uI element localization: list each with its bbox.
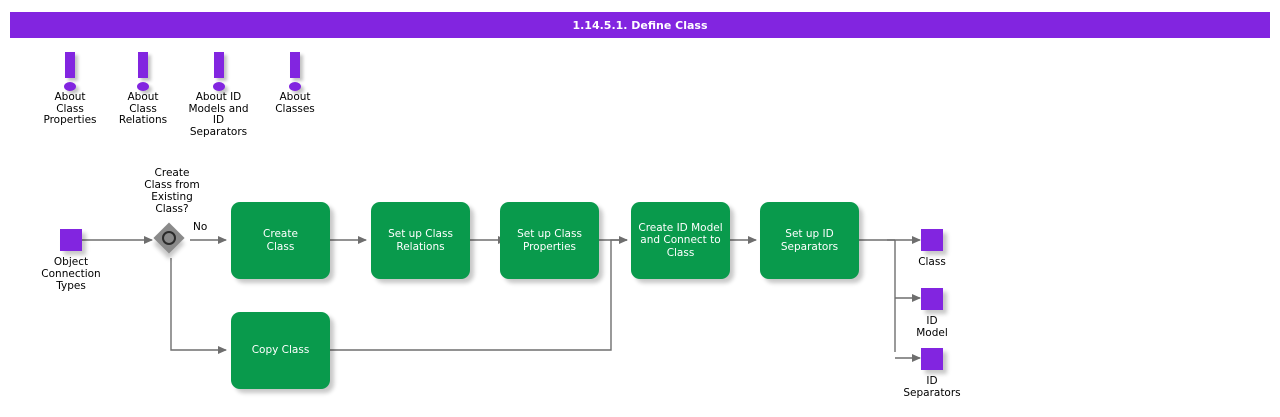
note-about-class-relations[interactable]: About Class Relations (110, 50, 176, 127)
edge-decision-yes-to-copy-class (170, 258, 227, 354)
process-copy-class[interactable]: Copy Class (231, 312, 330, 389)
process-label: Copy Class (251, 344, 310, 357)
page-title-bar: 1.14.5.1. Define Class (10, 12, 1270, 38)
purple-square-icon (921, 229, 943, 251)
start-node-label: Object Connection Types (41, 256, 101, 292)
output-node-label: ID Separators (903, 375, 961, 399)
decision-question-label: Create Class from Existing Class? (144, 167, 200, 215)
output-node-class[interactable]: Class (918, 229, 946, 268)
note-label: About ID Models and ID Separators (188, 91, 249, 138)
decision-node-create-class-from-existing-class[interactable] (153, 222, 187, 256)
exclamation-icon (180, 50, 257, 92)
process-set-up-class-properties[interactable]: Set up Class Properties (500, 202, 599, 279)
process-label: Create Class (263, 228, 298, 253)
note-about-classes[interactable]: About Classes (263, 50, 327, 115)
decision-branch-no-label: No (193, 221, 208, 233)
note-label: About Classes (275, 91, 315, 115)
note-about-class-properties[interactable]: About Class Properties (32, 50, 108, 127)
exclamation-icon (110, 50, 176, 92)
note-label: About Class Properties (43, 91, 97, 126)
process-label: Set up ID Separators (780, 228, 839, 253)
purple-square-icon (60, 229, 82, 251)
output-node-id-model[interactable]: ID Model (916, 288, 948, 339)
exclamation-icon (263, 50, 327, 92)
process-label: Create ID Model and Connect to Class (638, 221, 723, 259)
output-node-label: Class (918, 256, 946, 268)
purple-square-icon (921, 348, 943, 370)
process-label: Set up Class Properties (517, 228, 582, 253)
note-label: About Class Relations (118, 91, 168, 126)
decision-ring-icon (162, 231, 176, 245)
output-node-id-separators[interactable]: ID Separators (903, 348, 961, 399)
process-label: Set up Class Relations (388, 228, 453, 253)
purple-square-icon (921, 288, 943, 310)
start-node-object-connection-types[interactable]: Object Connection Types (41, 229, 101, 292)
process-create-id-model-and-connect-to-class[interactable]: Create ID Model and Connect to Class (631, 202, 730, 279)
note-about-id-models-and-id-separators[interactable]: About ID Models and ID Separators (180, 50, 257, 138)
process-create-class[interactable]: Create Class (231, 202, 330, 279)
output-node-label: ID Model (916, 315, 948, 339)
page-title: 1.14.5.1. Define Class (572, 18, 708, 32)
process-set-up-id-separators[interactable]: Set up ID Separators (760, 202, 859, 279)
process-set-up-class-relations[interactable]: Set up Class Relations (371, 202, 470, 279)
exclamation-icon (32, 50, 108, 92)
